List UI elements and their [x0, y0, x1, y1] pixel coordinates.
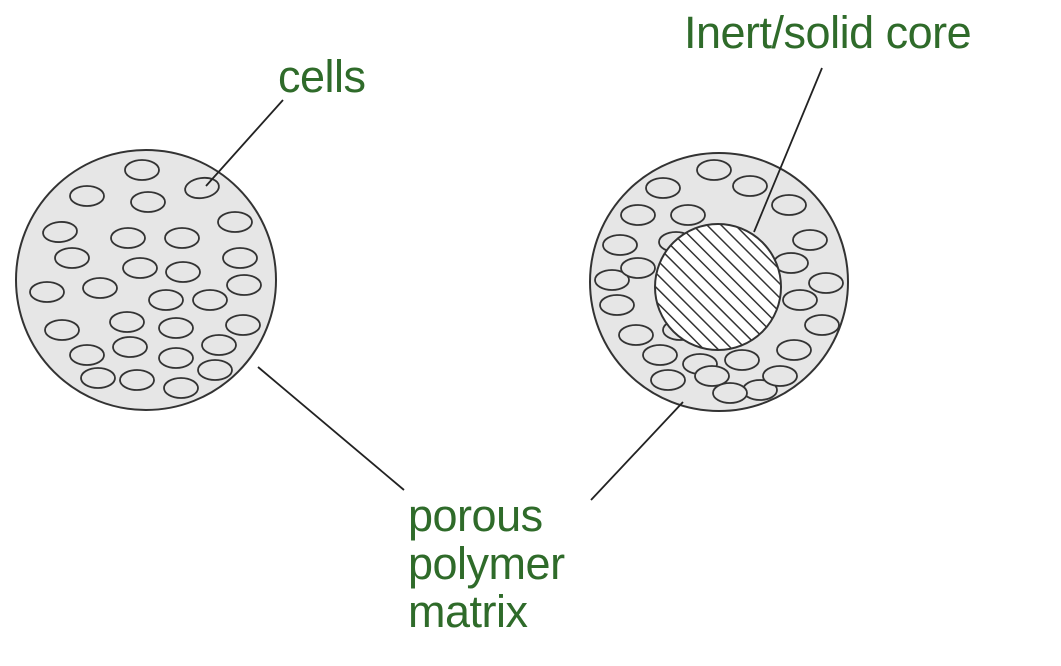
cell — [120, 370, 154, 390]
cell — [159, 318, 193, 338]
cell — [226, 315, 260, 335]
cell — [713, 383, 747, 403]
cell — [621, 258, 655, 278]
cell — [619, 325, 653, 345]
matrix-label-line: matrix — [408, 588, 565, 636]
cell — [777, 340, 811, 360]
matrix-bead — [16, 150, 276, 410]
core-bead — [590, 153, 848, 411]
cell — [159, 348, 193, 368]
cell — [646, 178, 680, 198]
cell — [149, 290, 183, 310]
inert-solid-core-label: Inert/solid core — [684, 10, 971, 55]
cell — [697, 160, 731, 180]
cell — [809, 273, 843, 293]
cell — [193, 290, 227, 310]
cell — [793, 230, 827, 250]
cell — [671, 205, 705, 225]
cell — [227, 275, 261, 295]
matrix-leader-line-right — [591, 402, 683, 500]
cell — [772, 195, 806, 215]
cell — [603, 235, 637, 255]
cell — [763, 366, 797, 386]
cell — [30, 282, 64, 302]
cell — [805, 315, 839, 335]
matrix-label-line: polymer — [408, 540, 565, 588]
cell — [600, 295, 634, 315]
cell — [651, 370, 685, 390]
cell — [165, 228, 199, 248]
cell — [223, 248, 257, 268]
cell — [783, 290, 817, 310]
cell — [81, 368, 115, 388]
cell — [218, 212, 252, 232]
cell — [45, 320, 79, 340]
cell — [166, 262, 200, 282]
cell — [202, 335, 236, 355]
cell — [643, 345, 677, 365]
porous-polymer-matrix-label: porous polymer matrix — [408, 492, 565, 636]
cell — [621, 205, 655, 225]
cell — [733, 176, 767, 196]
cell — [164, 378, 198, 398]
cell — [55, 248, 89, 268]
cells-label: cells — [278, 54, 366, 99]
cell — [110, 312, 144, 332]
cell — [125, 160, 159, 180]
cell — [725, 350, 759, 370]
cell — [123, 258, 157, 278]
cell — [111, 228, 145, 248]
cell — [70, 186, 104, 206]
cell — [70, 345, 104, 365]
inert-solid-core — [655, 224, 781, 350]
matrix-label-line: porous — [408, 492, 565, 540]
cells-leader-line — [206, 100, 283, 186]
cell — [113, 337, 147, 357]
cell — [198, 360, 232, 380]
cell — [83, 278, 117, 298]
cell — [131, 192, 165, 212]
matrix-leader-line-left — [258, 367, 404, 490]
